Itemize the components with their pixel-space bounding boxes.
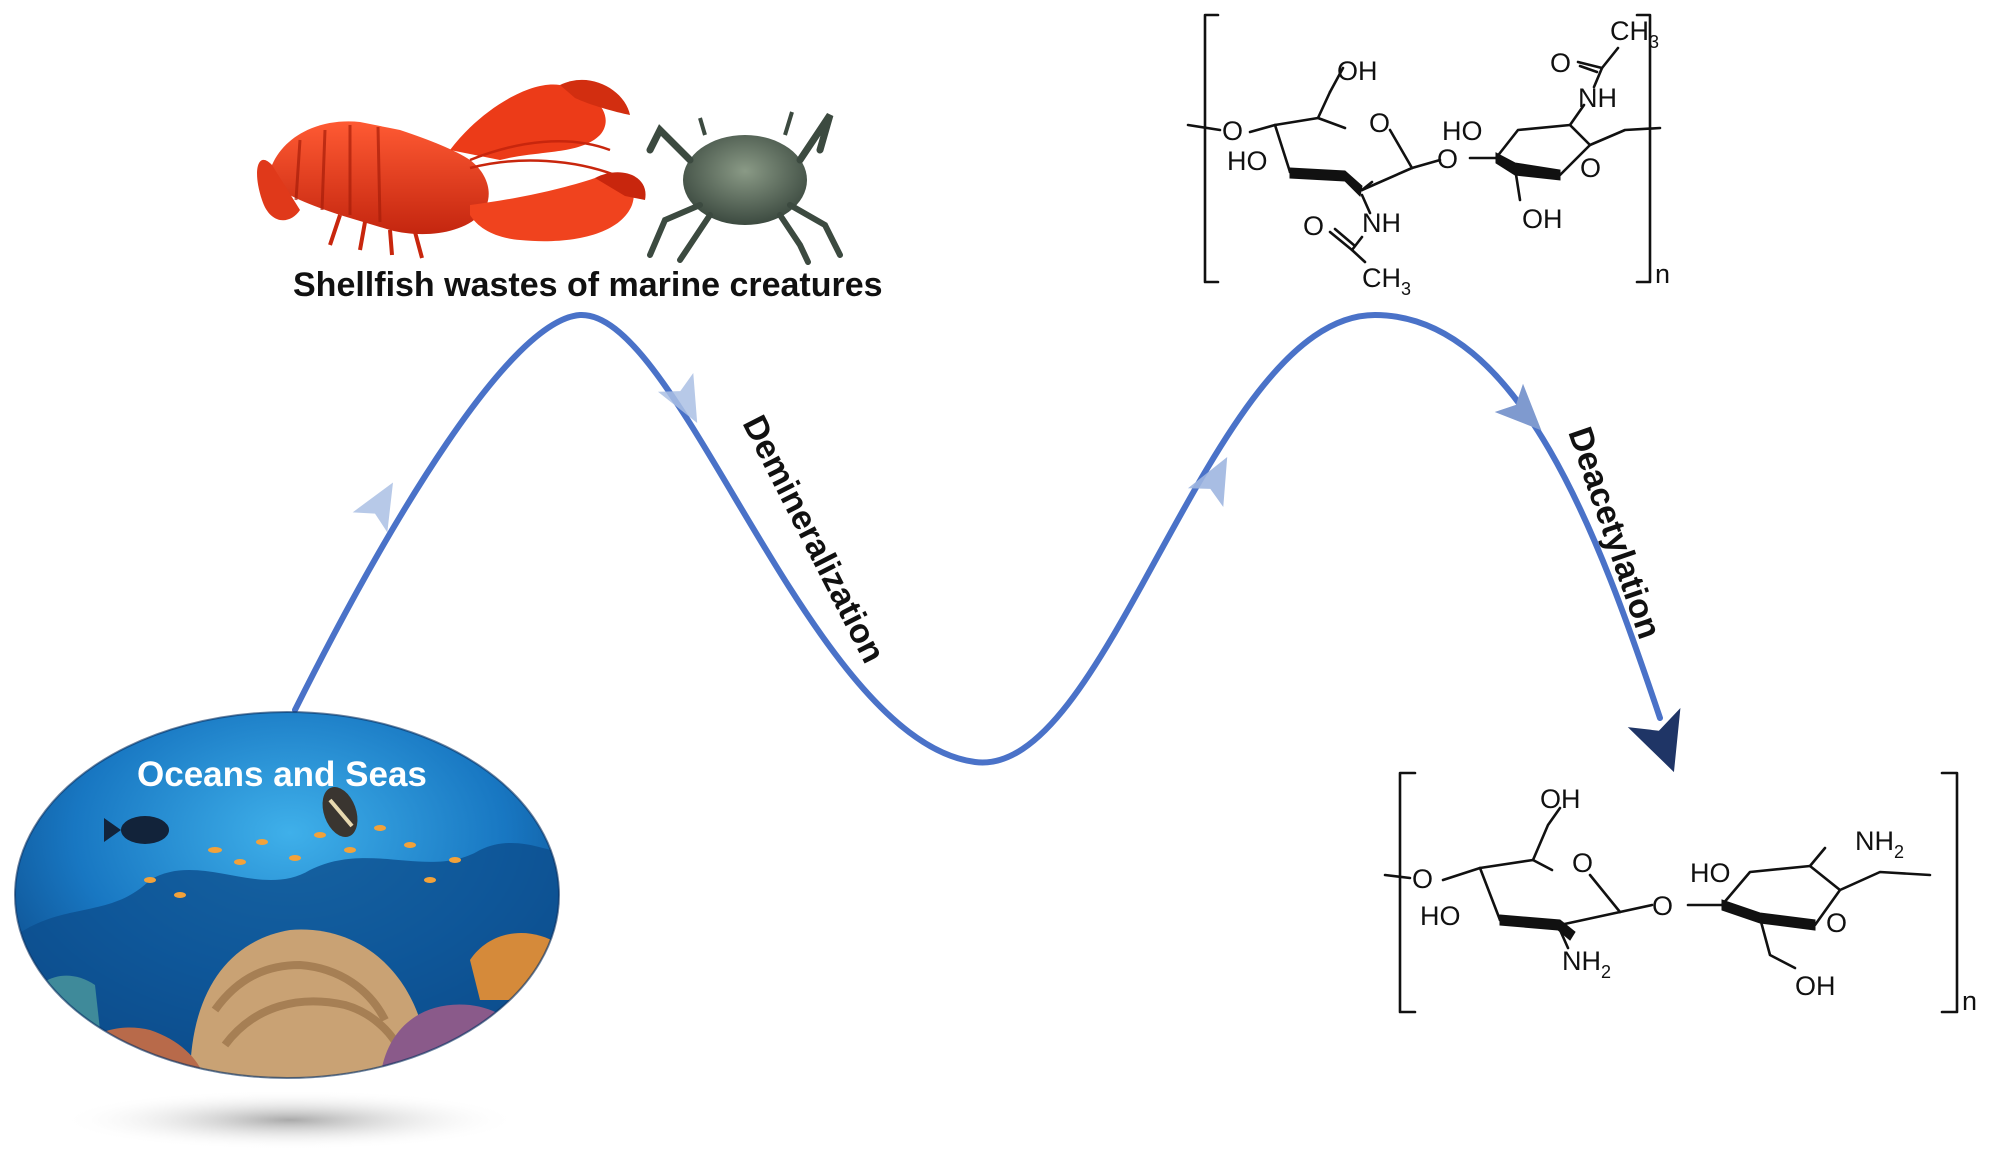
chitosan-ring-o-left: O	[1572, 848, 1593, 878]
chitosan-ho-left: HO	[1420, 901, 1461, 931]
chitosan-oh-top: OH	[1540, 784, 1581, 814]
chitin-oh-bottom: OH	[1522, 204, 1563, 234]
chitosan-o-link-left: O	[1412, 864, 1433, 894]
chitin-nh-right: NH	[1578, 83, 1617, 113]
shellfish-image: Shellfish wastes of marine creatures	[257, 80, 883, 304]
chitin-bracket-right	[1637, 15, 1650, 282]
deacetylation-label: Deacetylation	[1560, 422, 1668, 643]
chitin-ring-o-right: O	[1580, 153, 1601, 183]
chitin-ho-right: HO	[1442, 116, 1483, 146]
chitin-o-link-left: O	[1222, 116, 1243, 146]
arrowhead-2	[658, 373, 715, 432]
arrowhead-1	[353, 472, 411, 532]
chitosan-structure: OH O O HO NH2 O HO NH2 O OH n	[1385, 773, 1977, 1016]
chitin-o-carbonyl-right: O	[1550, 48, 1571, 78]
chitin-bracket-left	[1205, 15, 1218, 282]
chitosan-repeat-n: n	[1962, 986, 1977, 1016]
chitin-nh-left: NH	[1362, 208, 1401, 238]
chitin-repeat-n: n	[1655, 259, 1670, 289]
ocean-shadow	[60, 1090, 520, 1150]
oceans-label: Oceans and Seas	[137, 755, 427, 794]
chitosan-nh2-right: NH2	[1855, 826, 1904, 862]
chitin-o-carbonyl-left: O	[1303, 211, 1324, 241]
chitin-oh-top: OH	[1337, 56, 1378, 86]
chitin-structure: OH O O HO NH O CH3 O HO NH O CH3 O OH n	[1188, 15, 1670, 299]
chitosan-oh-bottom: OH	[1795, 971, 1836, 1001]
chitosan-ring-o-right: O	[1826, 908, 1847, 938]
chitosan-nh2-left: NH2	[1562, 946, 1611, 982]
chitin-ho-left: HO	[1227, 146, 1268, 176]
chitosan-bracket-right	[1942, 773, 1957, 1012]
ocean-image: Oceans and Seas	[10, 700, 570, 1150]
chitin-ch3-right: CH3	[1610, 16, 1659, 52]
chitosan-o-glyco: O	[1652, 891, 1673, 921]
shellfish-label: Shellfish wastes of marine creatures	[293, 266, 883, 304]
lobster-icon	[257, 80, 646, 258]
arrowhead-final	[1628, 708, 1700, 782]
chitin-ring-o-left: O	[1369, 108, 1390, 138]
chitin-ch3-left: CH3	[1362, 263, 1411, 299]
crab-icon	[650, 112, 840, 262]
chitosan-ho-right: HO	[1690, 858, 1731, 888]
process-wave-curve	[295, 315, 1660, 763]
chitin-o-glyco: O	[1437, 144, 1458, 174]
arrowhead-4	[1495, 384, 1556, 445]
